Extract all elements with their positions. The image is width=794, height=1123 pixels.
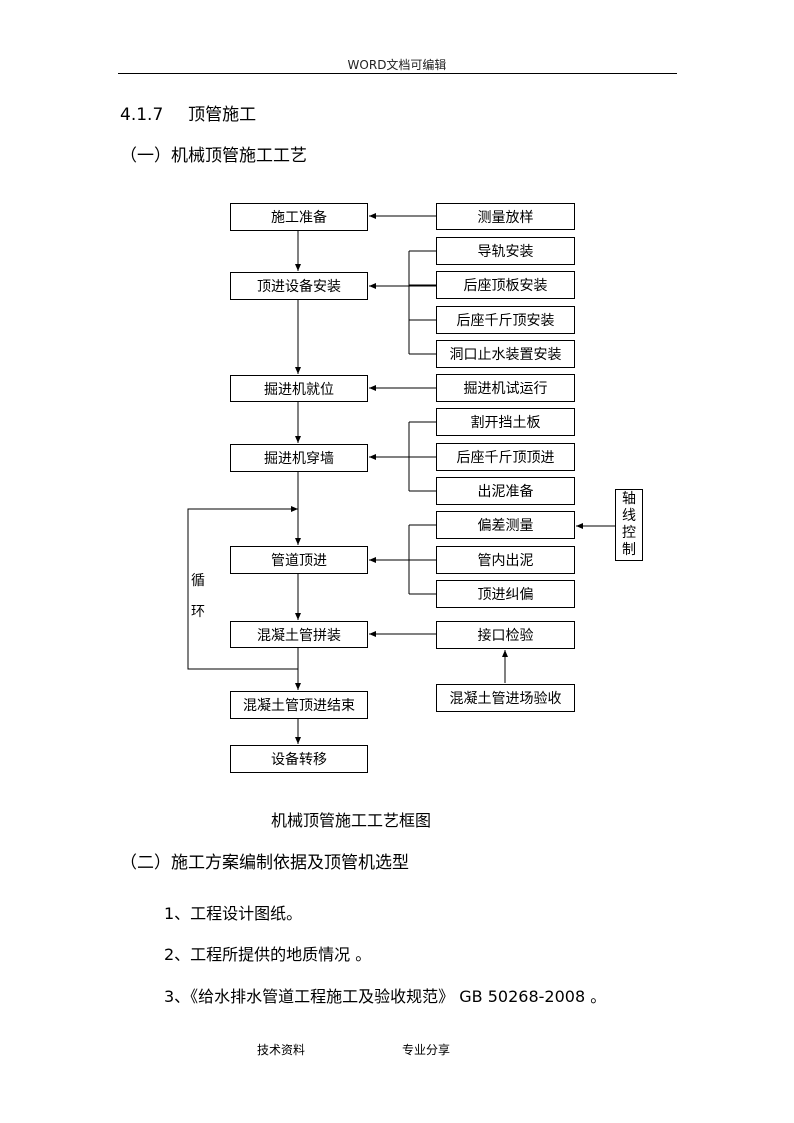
flow-box-main: 顶进设备安装 xyxy=(230,272,368,300)
footer-right: 专业分享 xyxy=(402,1043,451,1057)
axis-control-char: 制 xyxy=(622,542,636,558)
footer-left: 技术资料 xyxy=(257,1043,306,1057)
flow-box-side: 割开挡土板 xyxy=(436,408,575,436)
axis-control-char: 线 xyxy=(622,508,636,524)
flow-box-side: 接口检验 xyxy=(436,621,575,649)
flow-box-side: 洞口止水装置安装 xyxy=(436,340,575,368)
flow-box-side: 后座千斤顶安装 xyxy=(436,306,575,334)
axis-control-char: 控 xyxy=(622,525,636,541)
page-header: WORD文档可编辑 xyxy=(347,58,447,72)
flow-box-side: 测量放样 xyxy=(436,203,575,230)
list-item: 1、工程设计图纸。 xyxy=(164,904,303,923)
section-heading: 4.1.7 顶管施工 xyxy=(120,100,256,125)
subsection-heading-2: （二）施工方案编制依据及顶管机选型 xyxy=(120,853,409,873)
flow-box-side: 掘进机试运行 xyxy=(436,374,575,402)
flow-box-main: 混凝土管拼装 xyxy=(230,621,368,648)
axis-control-box: 轴 线 控 制 xyxy=(615,489,643,561)
loop-label-char: 循 xyxy=(191,573,205,589)
list-item: 2、工程所提供的地质情况 。 xyxy=(164,945,372,964)
flow-box-side: 后座顶板安装 xyxy=(436,271,575,299)
subsection-heading-1: （一）机械顶管施工工艺 xyxy=(120,146,307,166)
flow-box-side: 顶进纠偏 xyxy=(436,580,575,608)
section-title: 顶管施工 xyxy=(188,105,257,125)
flowchart-caption: 机械顶管施工工艺框图 xyxy=(271,811,432,830)
section-number: 4.1.7 xyxy=(120,105,164,125)
flow-box-main: 施工准备 xyxy=(230,203,368,231)
flow-box-main: 设备转移 xyxy=(230,745,368,773)
flow-box-main: 掘进机就位 xyxy=(230,375,368,402)
list-item: 3、《给水排水管道工程施工及验收规范》 GB 50268-2008 。 xyxy=(164,987,607,1006)
flow-box-side: 管内出泥 xyxy=(436,546,575,574)
flow-box-side: 导轨安装 xyxy=(436,237,575,265)
flow-box-main: 混凝土管顶进结束 xyxy=(230,691,368,719)
flow-box-side: 混凝土管进场验收 xyxy=(436,684,575,712)
header-rule xyxy=(118,73,677,74)
flow-box-side: 出泥准备 xyxy=(436,477,575,505)
flow-box-side: 偏差测量 xyxy=(436,511,575,539)
flow-box-main: 管道顶进 xyxy=(230,546,368,574)
loop-label-char: 环 xyxy=(191,604,205,620)
flow-box-side: 后座千斤顶顶进 xyxy=(436,443,575,471)
axis-control-char: 轴 xyxy=(622,491,636,507)
flow-box-main: 掘进机穿墙 xyxy=(230,444,368,472)
